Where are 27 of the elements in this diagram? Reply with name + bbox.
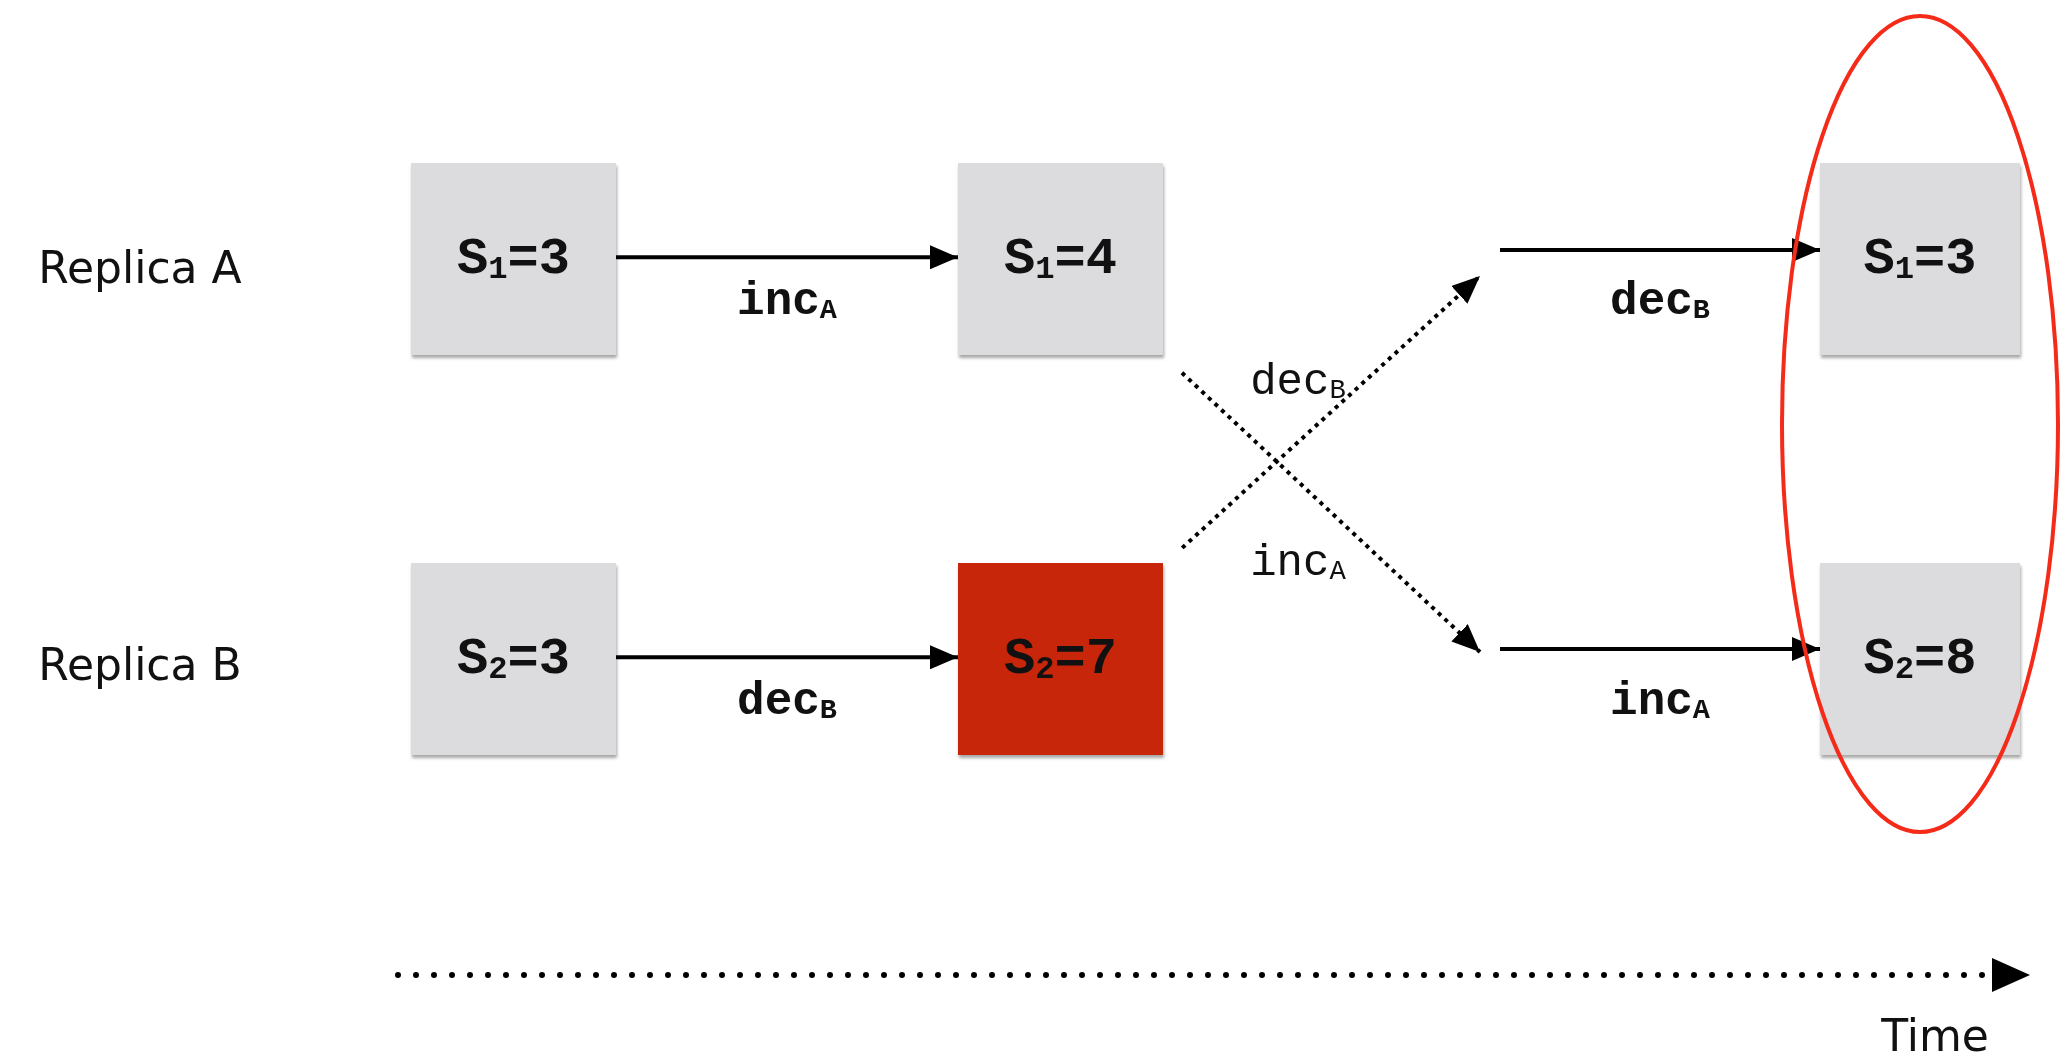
state-value: S$_{1}$=3	[457, 229, 570, 289]
state-value: S$_{2}$=7	[1004, 629, 1117, 689]
arrow	[1500, 637, 1820, 661]
state-box	[958, 563, 1163, 755]
edge-label: dec$_{B}$	[737, 676, 837, 728]
state-box	[411, 163, 616, 355]
state-box	[958, 163, 1163, 355]
state-value: S$_{1}$=4	[1004, 229, 1117, 289]
state-box	[1820, 163, 2020, 355]
dotted-arrow	[1180, 274, 1482, 550]
row-label: Replica A	[38, 241, 242, 293]
edge-label: inc$_{A}$	[1610, 676, 1710, 728]
edge-label: inc$_{A}$	[1250, 538, 1346, 588]
row-label: Replica B	[38, 638, 242, 690]
state-box	[411, 563, 616, 755]
edge-label: dec$_{B}$	[1250, 357, 1346, 407]
dotted-arrow	[1180, 371, 1482, 654]
state-value: S$_{1}$=3	[1863, 229, 1977, 289]
state-box	[1820, 563, 2020, 755]
state-value: S$_{2}$=3	[457, 629, 570, 689]
arrow	[1500, 238, 1820, 262]
edge-label: inc$_{A}$	[737, 276, 837, 328]
arrow	[616, 645, 958, 670]
state-value: S$_{2}$=8	[1863, 629, 1977, 689]
arrow	[616, 245, 958, 270]
axis-label: Time	[1881, 1009, 1989, 1061]
edge-label: dec$_{B}$	[1610, 276, 1710, 328]
